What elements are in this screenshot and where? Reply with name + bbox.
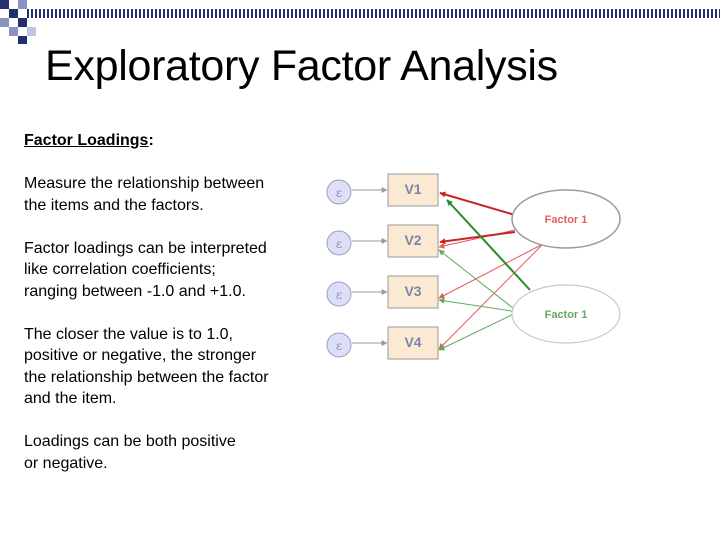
factor-ellipse	[511, 284, 621, 344]
paragraph-line: Factor loadings can be interpreted	[24, 239, 267, 257]
strong-loading-arrow	[446, 199, 531, 291]
paragraph-line: like correlation coefficients;	[24, 261, 216, 278]
variable-label: V1	[404, 181, 421, 197]
factor-ellipse	[511, 189, 621, 249]
variable-label: V4	[404, 334, 421, 350]
paragraph-line: the items and the factors.	[24, 196, 204, 214]
error-term-icon	[326, 230, 352, 256]
strong-loading-arrow	[439, 191, 516, 216]
paragraph-line: Measure the relationship between	[24, 175, 265, 192]
paragraph-line: The closer the value is to 1.0,	[24, 325, 233, 343]
factor-loading-arrow	[438, 311, 519, 351]
factor-loading-arrow	[438, 243, 544, 350]
error-term-icon	[326, 179, 352, 205]
paragraph: Measure the relationship between the ite…	[24, 173, 324, 216]
paragraph-line: Loadings can be both positive	[24, 433, 236, 450]
error-term-icon	[326, 281, 352, 307]
variable-label: V2	[404, 232, 421, 248]
variable-label: V3	[404, 283, 421, 299]
error-term-icon	[326, 332, 352, 358]
variable-box	[387, 173, 439, 207]
variable-box	[387, 275, 439, 309]
slide-title: Exploratory Factor Analysis	[45, 42, 558, 90]
paragraph-line: or negative.	[24, 454, 108, 472]
decorative-checker-pattern	[0, 0, 54, 44]
decorative-header-stripe	[27, 9, 720, 18]
strong-loading-arrow	[439, 231, 516, 245]
paragraph-line: and the item.	[24, 390, 117, 407]
factor-label: Factor 1	[545, 214, 588, 226]
paragraph: Factor loadings can be interpreted like …	[24, 238, 324, 303]
paragraph: Loadings can be both positive or negativ…	[24, 431, 324, 474]
error-symbol: ε	[336, 237, 342, 251]
paragraph-line: the relationship between the factor	[24, 368, 269, 386]
error-symbol: ε	[336, 339, 342, 353]
heading-colon: :	[148, 132, 154, 149]
factor-label: Factor 1	[545, 309, 588, 321]
paragraph-line: ranging between -1.0 and +1.0.	[24, 282, 246, 300]
factor-loading-arrow	[438, 243, 544, 299]
variable-box	[387, 326, 439, 360]
factor-loading-arrow	[438, 249, 519, 313]
error-symbol: ε	[336, 288, 342, 302]
slide-body: Factor Loadings: Measure the relationshi…	[24, 130, 324, 474]
paragraph: The closer the value is to 1.0, positive…	[24, 324, 324, 410]
variable-box	[387, 224, 439, 258]
paragraph-line: positive or negative, the stronger	[24, 347, 257, 364]
heading-text: Factor Loadings	[24, 132, 149, 149]
factor-loading-arrow	[438, 297, 519, 313]
error-symbol: ε	[336, 186, 342, 200]
section-heading: Factor Loadings:	[24, 130, 324, 152]
